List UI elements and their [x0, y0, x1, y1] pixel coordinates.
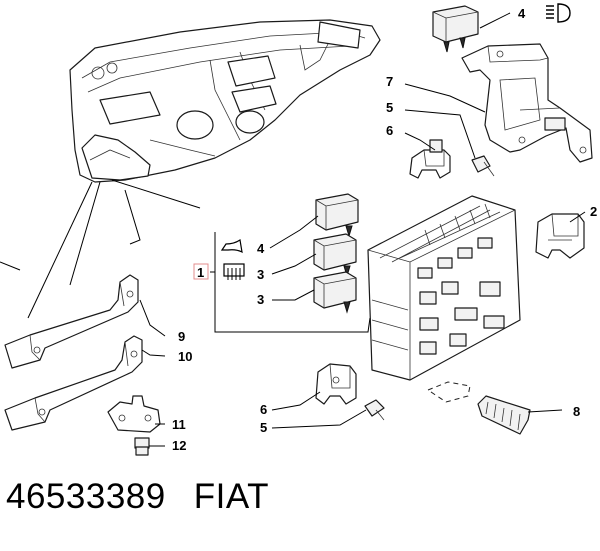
relay-top-4 [432, 5, 479, 53]
clip-6-top [409, 139, 451, 179]
relay-3-a [313, 233, 357, 278]
horn-icon [220, 238, 243, 254]
connector-8 [477, 395, 531, 435]
dashed-part [426, 381, 471, 403]
callout-4-mid: 4 [257, 241, 265, 256]
screw-5-top [471, 155, 495, 177]
part-number-caption: 46533389 FIAT [6, 477, 269, 517]
dashboard-illustration [69, 19, 381, 183]
callout-11: 11 [172, 417, 186, 432]
fuse-box [367, 195, 521, 381]
callout-10: 10 [178, 349, 192, 364]
callout-5-top: 5 [386, 100, 393, 115]
callout-7: 7 [386, 74, 393, 89]
callout-3-b: 3 [257, 292, 264, 307]
mounting-bracket-7 [461, 43, 593, 163]
headlamp-icon [546, 3, 571, 23]
callout-3-a: 3 [257, 267, 264, 282]
bracket-11 [107, 395, 161, 433]
callout-2: 2 [590, 204, 597, 219]
bracket-9 [4, 274, 139, 369]
screw-12 [134, 437, 150, 456]
part-number: 46533389 [6, 477, 166, 516]
relay-3-b [313, 271, 357, 314]
clip-6-bottom [315, 363, 357, 405]
callout-12: 12 [172, 438, 186, 453]
callout-1: 1 [197, 265, 204, 280]
callout-5-bottom: 5 [260, 420, 267, 435]
callout-8: 8 [573, 404, 580, 419]
callout-6-bottom: 6 [260, 402, 267, 417]
relay-4-mid [315, 193, 359, 238]
clip-2 [535, 213, 585, 259]
callout-4-top: 4 [518, 6, 526, 21]
bracket-10 [4, 335, 143, 431]
screw-5-bottom [364, 399, 385, 421]
rear-defroster-icon [223, 263, 245, 280]
callout-6-top: 6 [386, 123, 393, 138]
callout-9: 9 [178, 329, 185, 344]
brand-name: FIAT [193, 477, 269, 516]
